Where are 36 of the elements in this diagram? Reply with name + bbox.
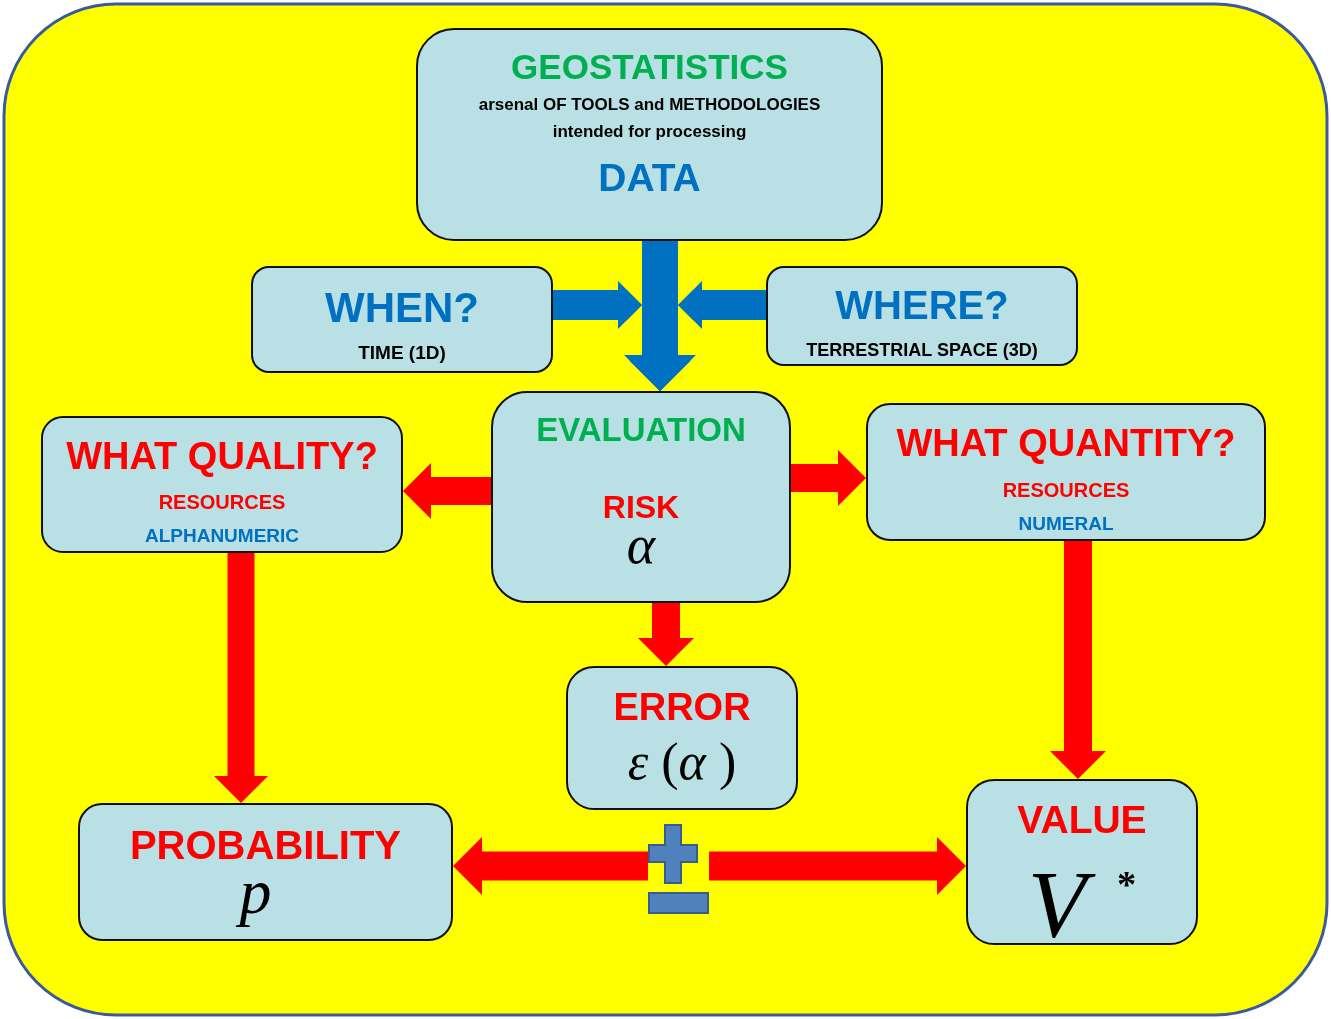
block-arrow: [1050, 541, 1106, 779]
box-subtitle: RESOURCES: [158, 490, 286, 514]
box-subtitle: ALPHANUMERIC: [144, 525, 300, 547]
concept-box: [766, 266, 1078, 366]
box-title: PROBABILITY: [129, 822, 402, 868]
concept-box: [566, 666, 798, 810]
box-title: EVALUATION: [536, 411, 746, 449]
concept-box: [866, 403, 1266, 541]
box-subtitle: RESOURCES: [1002, 478, 1130, 502]
box-title: GEOSTATISTICS: [511, 46, 788, 88]
concept-box: [41, 416, 403, 553]
box-title: VALUE: [1017, 797, 1147, 843]
block-arrow: [630, 281, 766, 391]
box-title: WHAT QUALITY?: [66, 435, 378, 479]
box-subtitle: TIME (1D): [358, 342, 446, 364]
concept-box: [491, 391, 791, 603]
block-arrow: [453, 837, 648, 895]
keyword: DATA: [598, 155, 701, 201]
block-arrow: [214, 553, 268, 803]
math-symbol: V$^{*}$: [1027, 866, 1137, 944]
concept-box: [966, 779, 1198, 945]
box-description: arsenal OF TOOLS and METHODOLOGIES intended for processing: [477, 94, 822, 143]
concept-box: [416, 28, 883, 241]
concept-box: [78, 803, 453, 941]
box-title: ERROR: [613, 686, 751, 730]
concept-box: [251, 266, 553, 373]
box-subtitle: TERRESTRIAL SPACE (3D): [806, 339, 1038, 361]
box-title: WHAT QUANTITY?: [896, 422, 1236, 466]
plus-minus-icon: [648, 824, 709, 914]
block-arrow: [791, 450, 866, 506]
box-title: WHEN?: [325, 283, 479, 333]
block-arrow: [403, 463, 491, 519]
box-subtitle: NUMERAL: [1018, 513, 1114, 535]
block-arrow: [638, 603, 694, 666]
box-title: WHERE?: [835, 282, 1009, 328]
formula: ε (α ): [627, 736, 737, 788]
